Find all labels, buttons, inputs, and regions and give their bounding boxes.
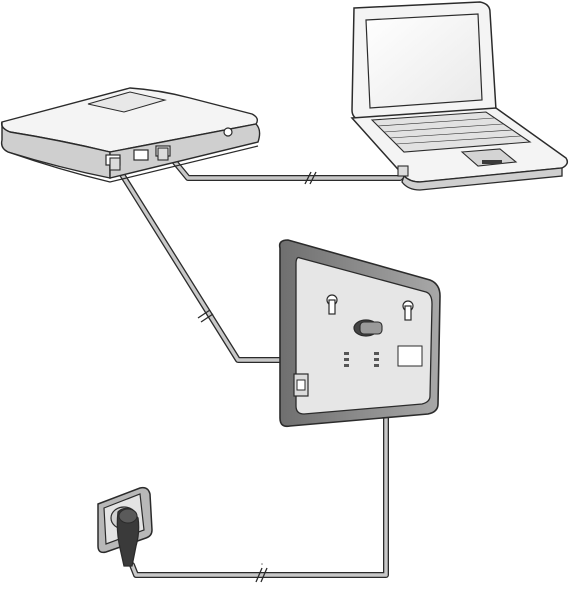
router-icon: [2, 88, 260, 182]
base-station-icon: [280, 240, 440, 426]
stray-dot: [261, 563, 263, 565]
cable-router-to-base-station: [118, 168, 300, 382]
laptop-icon: [352, 2, 567, 190]
keyhole-icon: [327, 295, 337, 314]
power-plug-icon: [117, 508, 138, 566]
keyhole-icon: [403, 301, 413, 320]
